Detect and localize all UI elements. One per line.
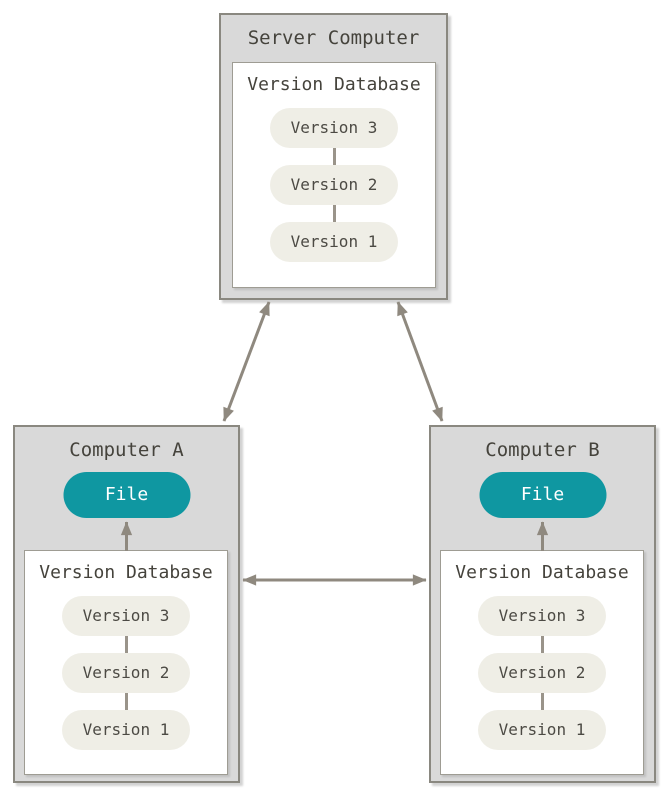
arrow-server-computer-b bbox=[396, 301, 444, 422]
computer-b-version-1-pill: Version 1 bbox=[478, 710, 606, 750]
computer-b-box: Computer B File Version Database Version… bbox=[429, 425, 656, 783]
server-connector-2-1 bbox=[332, 205, 336, 222]
arrow-server-computer-a bbox=[222, 301, 271, 422]
computer-a-title: Computer A bbox=[69, 439, 184, 461]
server-version-1-pill: Version 1 bbox=[270, 222, 398, 262]
computer-b-connector-2-1 bbox=[540, 693, 544, 710]
computer-b-version-2-pill: Version 2 bbox=[478, 653, 606, 693]
server-version-2-pill: Version 2 bbox=[270, 165, 398, 205]
computer-b-title: Computer B bbox=[485, 439, 600, 461]
computer-b-version-database-box: Version Database Version 3 Version 2 Ver… bbox=[440, 550, 644, 775]
computer-a-version-database-box: Version Database Version 3 Version 2 Ver… bbox=[24, 550, 228, 775]
computer-a-version-2-pill: Version 2 bbox=[62, 653, 190, 693]
computer-a-version-3-pill: Version 3 bbox=[62, 596, 190, 636]
computer-a-version-1-pill: Version 1 bbox=[62, 710, 190, 750]
server-version-3-pill: Version 3 bbox=[270, 108, 398, 148]
server-connector-3-2 bbox=[332, 148, 336, 165]
server-version-database-label: Version Database bbox=[247, 74, 421, 95]
server-computer-box: Server Computer Version Database Version… bbox=[219, 13, 448, 300]
computer-a-file-pill: File bbox=[63, 472, 190, 518]
computer-a-connector-2-1 bbox=[124, 693, 128, 710]
computer-b-version-stack: Version 3 Version 2 Version 1 bbox=[441, 596, 643, 750]
computer-a-version-stack: Version 3 Version 2 Version 1 bbox=[25, 596, 227, 750]
server-computer-title: Server Computer bbox=[247, 27, 420, 49]
computer-b-version-database-label: Version Database bbox=[455, 562, 629, 583]
computer-b-version-3-pill: Version 3 bbox=[478, 596, 606, 636]
server-version-database-box: Version Database Version 3 Version 2 Ver… bbox=[232, 62, 436, 288]
computer-a-connector-3-2 bbox=[124, 636, 128, 653]
computer-a-box: Computer A File Version Database Version… bbox=[13, 425, 240, 783]
computer-b-file-pill: File bbox=[479, 472, 606, 518]
computer-a-version-database-label: Version Database bbox=[39, 562, 213, 583]
server-version-stack: Version 3 Version 2 Version 1 bbox=[233, 108, 435, 262]
computer-b-connector-3-2 bbox=[540, 636, 544, 653]
